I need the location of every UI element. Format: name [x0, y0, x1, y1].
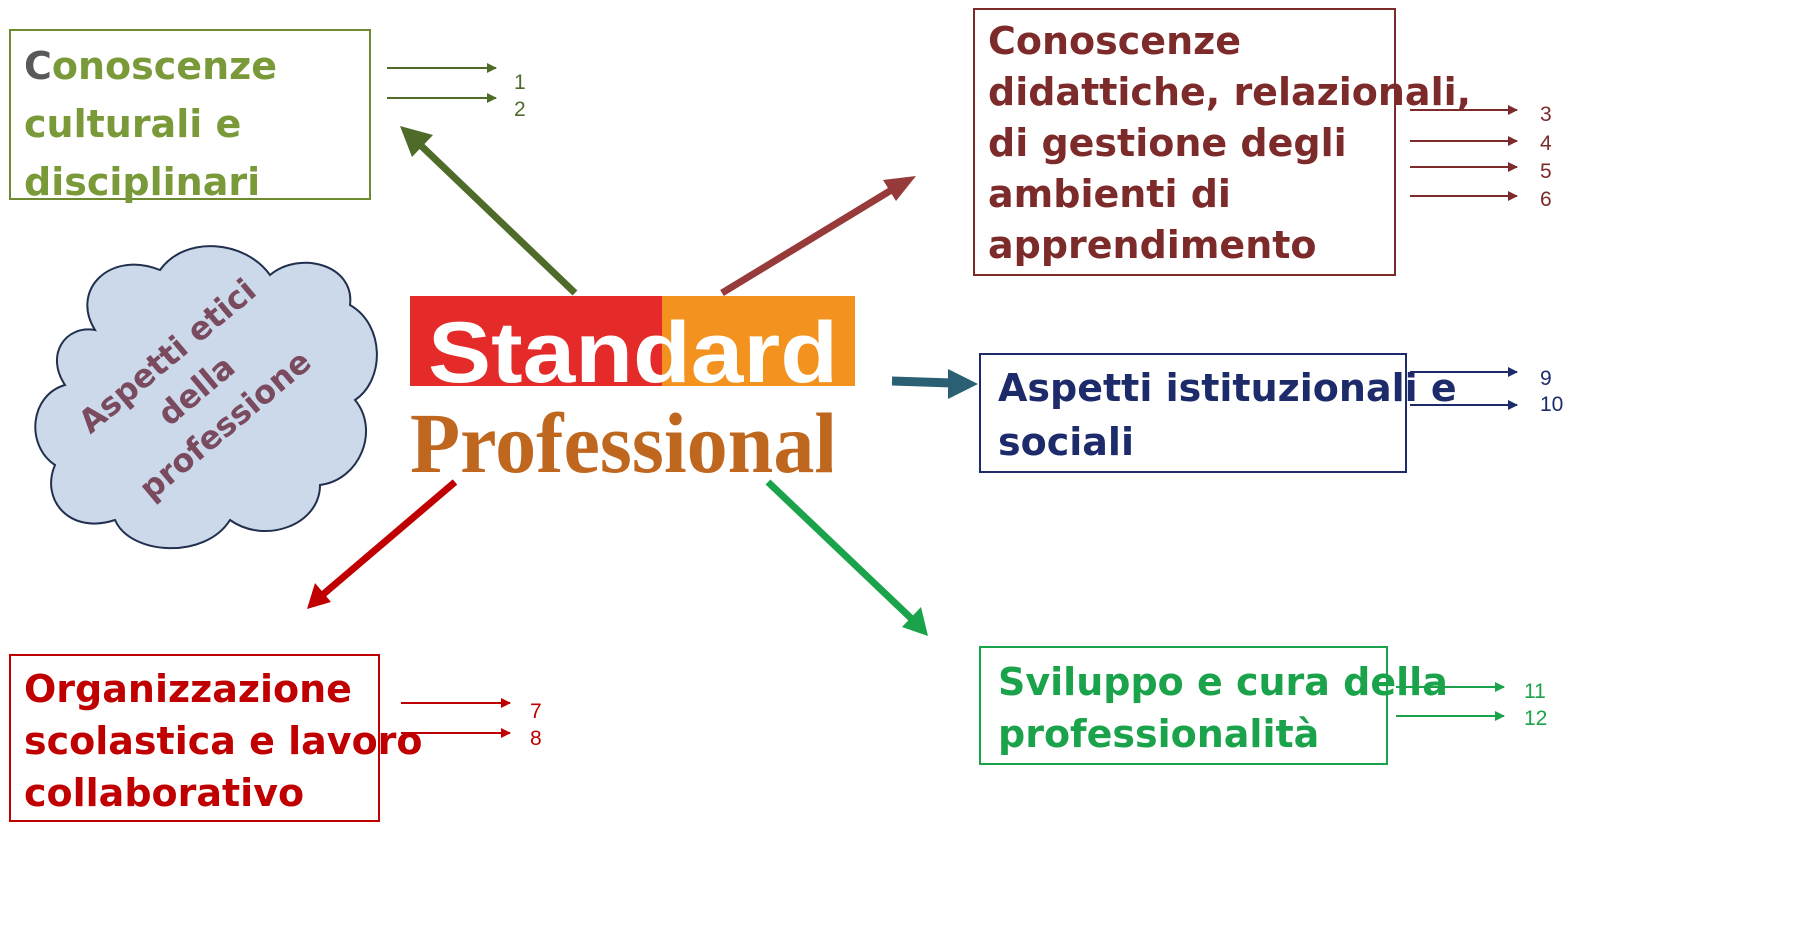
number-10: 10: [1540, 393, 1564, 416]
box-conoscenze-culturali: [9, 29, 371, 200]
box-conoscenze-culturali-text: Conoscenze culturali e disciplinari: [24, 37, 277, 211]
didattiche-line-3: di gestione degli: [988, 121, 1347, 165]
arrow-head-istituzionali: [948, 369, 978, 399]
arrow-to-organizzazione: [317, 479, 458, 600]
number-1: 1: [514, 71, 526, 94]
istituzionali-line-1: Aspetti istituzionali e: [998, 366, 1457, 410]
didattiche-line-1: Conoscenze: [988, 19, 1242, 63]
box-organizzazione-scolastica: [9, 654, 380, 822]
number-4: 4: [1540, 132, 1552, 155]
didattiche-line-5: apprendimento: [988, 223, 1317, 267]
organizzazione-line-3: collaborativo: [24, 771, 305, 815]
culturali-line-2: culturali e: [24, 102, 242, 146]
arrow-to-istituzionali: [891, 376, 953, 388]
box-sviluppo-professionalita-text: Sviluppo e cura della professionalità: [998, 656, 1448, 760]
number-6: 6: [1540, 188, 1552, 211]
standard-professionali-logo: Standard Professionali: [410, 296, 860, 491]
arrow-to-culturali: [409, 134, 578, 296]
ethics-cloud: Aspetti etici della professione: [34, 245, 378, 550]
box-aspetti-istituzionali: [979, 353, 1407, 473]
arrow-head-organizzazione: [307, 583, 331, 609]
culturali-line-3: disciplinari: [24, 160, 261, 204]
sviluppo-line-2: professionalità: [998, 712, 1320, 756]
logo-professionali-text: Professionali: [410, 395, 860, 491]
didattiche-line-4: ambienti di: [988, 172, 1231, 216]
organizzazione-line-2: scolastica e lavoro: [24, 719, 423, 763]
box-conoscenze-didattiche: [973, 8, 1396, 276]
culturali-line-1: Conoscenze: [24, 44, 278, 88]
number-7: 7: [530, 700, 542, 723]
number-9: 9: [1540, 367, 1552, 390]
arrow-to-didattiche: [720, 180, 905, 296]
box-conoscenze-didattiche-text: Conoscenze didattiche, relazionali, di g…: [988, 16, 1471, 271]
arrow-to-sviluppo: [765, 479, 918, 625]
arrow-head-didattiche: [883, 176, 916, 201]
box-aspetti-istituzionali-text: Aspetti istituzionali e sociali: [998, 361, 1457, 469]
number-2: 2: [514, 98, 526, 121]
box-organizzazione-scolastica-text: Organizzazione scolastica e lavoro colla…: [24, 663, 423, 819]
number-5: 5: [1540, 160, 1552, 183]
arrow-head-sviluppo: [902, 607, 928, 636]
istituzionali-line-2: sociali: [998, 420, 1134, 464]
logo-standard-text: Standard: [428, 305, 838, 401]
didattiche-line-2: didattiche, relazionali,: [988, 70, 1472, 114]
sviluppo-line-1: Sviluppo e cura della: [998, 660, 1448, 704]
number-8: 8: [530, 727, 542, 750]
box-sviluppo-professionalita: [979, 646, 1388, 765]
arrow-head-culturali: [400, 126, 433, 157]
number-12: 12: [1524, 707, 1548, 730]
number-11: 11: [1524, 680, 1546, 703]
organizzazione-line-1: Organizzazione: [24, 667, 352, 711]
number-3: 3: [1540, 103, 1552, 126]
